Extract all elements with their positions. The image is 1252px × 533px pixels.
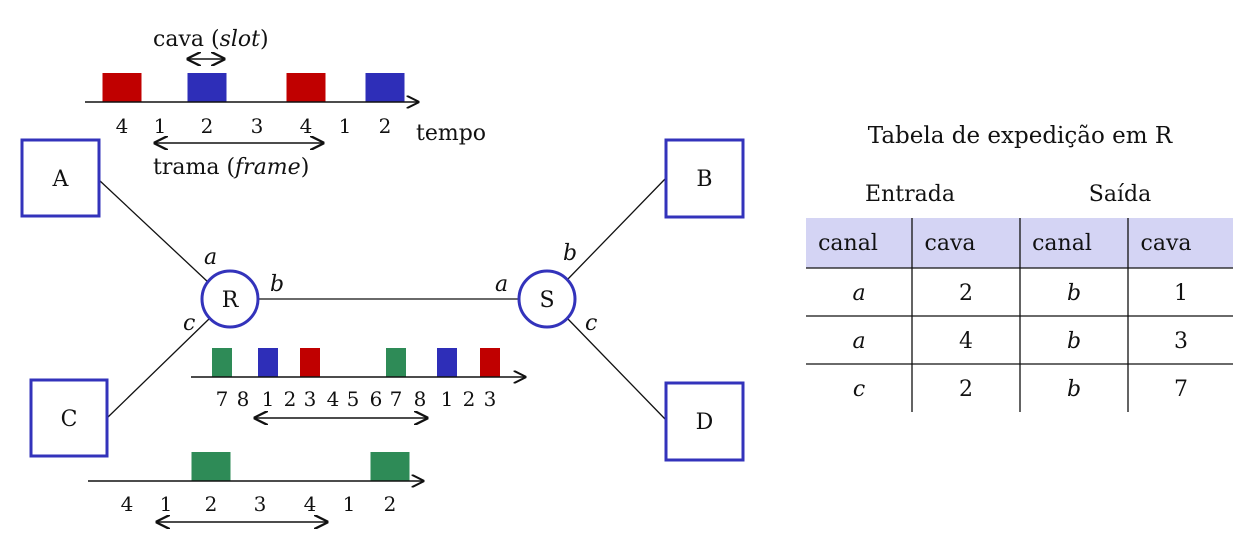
bottom-tick-label: 2 [205,492,218,516]
bottom-tick-label: 1 [160,492,173,516]
port-s-c: c [585,311,597,336]
table-column-header: cava [1141,231,1192,256]
bottom-tick-label: 1 [343,492,356,516]
bottom-tick-label: 4 [121,492,134,516]
top-timeline-ticks: 4 1 2 3 4 1 2 [116,114,392,138]
middle-tick-label: 1 [441,387,454,411]
link-a-r [98,179,210,284]
top-timeline: cava (slot) 4 1 2 3 4 1 2 tempo trama (frame) [85,27,486,180]
switch-r: R [200,269,260,329]
table-cell: a [852,281,865,306]
table-cell: b [1067,377,1081,402]
middle-tick-label: 5 [347,387,360,411]
bottom-tick-label: 3 [254,492,267,516]
table-cell: 1 [1174,281,1188,306]
table-grid [806,218,1233,412]
link-c-r [106,317,211,419]
top-tick-label: 3 [251,114,264,138]
middle-tick-label: 8 [237,387,250,411]
middle-tick-label: 7 [216,387,229,411]
node-c: C [29,378,109,458]
table-cell: b [1067,329,1081,354]
middle-tick-label: 1 [262,387,275,411]
middle-slot-block [437,348,457,377]
middle-slot-block [480,348,500,377]
switch-s: S [517,269,577,329]
bottom-slot-block [191,452,231,481]
middle-slot-block [300,348,320,377]
table-cell: 7 [1174,377,1188,402]
slot-caption: cava (slot) [153,27,269,52]
svg-text:C: C [61,407,78,432]
time-label: tempo [416,121,486,146]
port-s-a: a [495,272,508,297]
top-slot-block [102,73,142,102]
svg-text:R: R [222,288,240,313]
middle-slot-block [386,348,406,377]
top-tick-label: 2 [379,114,392,138]
middle-timeline-blocks [212,348,500,377]
middle-tick-label: 7 [390,387,403,411]
node-d: D [664,381,745,462]
bottom-tick-label: 2 [384,492,397,516]
port-r-a: a [204,245,217,270]
table-column-header: canal [1032,231,1092,256]
table-cell: c [853,377,865,402]
bottom-tick-label: 4 [304,492,317,516]
bottom-timeline-ticks: 4 1 2 3 4 1 2 [121,492,397,516]
middle-slot-block [258,348,278,377]
middle-slot-block [212,348,232,377]
middle-tick-label: 2 [284,387,297,411]
svg-text:S: S [539,288,554,313]
bottom-timeline-blocks [191,452,410,481]
middle-tick-label: 6 [370,387,383,411]
port-labels: a b c a b c [183,241,597,336]
middle-tick-label: 3 [304,387,317,411]
middle-tick-label: 3 [484,387,497,411]
frame-caption: trama (frame) [153,155,309,180]
port-r-b: b [270,272,284,297]
node-a: A [20,138,101,218]
table-column-header: canal [818,231,878,256]
top-slot-block [286,73,326,102]
link-s-b [566,177,667,281]
top-tick-label: 2 [201,114,214,138]
port-r-c: c [183,311,195,336]
top-tick-label: 4 [300,114,313,138]
link-s-d [566,317,667,421]
svg-text:B: B [696,167,712,192]
middle-tick-label: 4 [327,387,340,411]
table-title: Tabela de expedição em R [868,123,1173,149]
middle-tick-label: 2 [463,387,476,411]
table-cell: a [852,329,865,354]
node-b: B [664,138,745,219]
bottom-slot-block [370,452,410,481]
group-in-label: Entrada [865,182,955,207]
top-tick-label: 4 [116,114,129,138]
links [98,177,667,421]
svg-text:A: A [52,167,70,192]
top-tick-label: 1 [339,114,352,138]
table-cells: canal cava canal cava a 2 b 1 a 4 b 3 c 2 b 7 [818,231,1191,402]
middle-tick-label: 8 [414,387,427,411]
table-cell: 2 [959,377,973,402]
top-slot-block [365,73,405,102]
table-column-header: cava [925,231,976,256]
top-slot-block [187,73,227,102]
table-cell: 4 [959,329,973,354]
forwarding-table: Tabela de expedição em R Entrada Saída c… [806,123,1233,412]
bottom-timeline: 4 1 2 3 4 1 2 [88,452,423,522]
table-cell: b [1067,281,1081,306]
top-timeline-blocks [102,73,405,102]
table-cell: 2 [959,281,973,306]
table-cell: 3 [1174,329,1188,354]
svg-text:D: D [696,410,714,435]
group-out-label: Saída [1089,182,1151,207]
port-s-b: b [563,241,577,266]
top-tick-label: 1 [154,114,167,138]
